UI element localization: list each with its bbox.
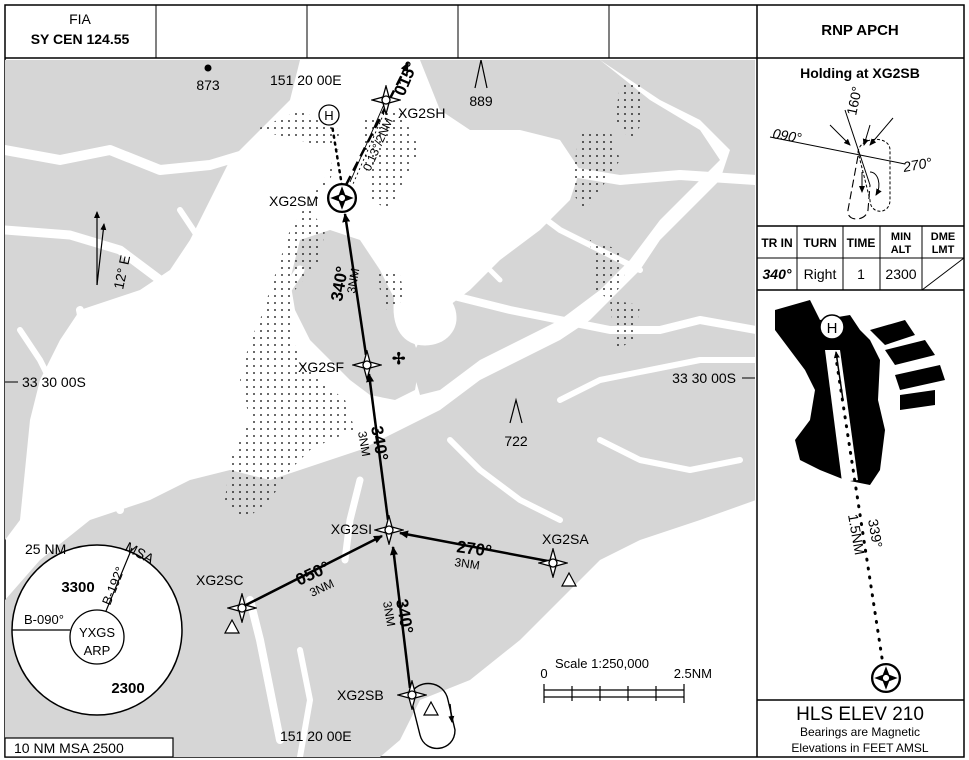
waypoint-xg2sb-triangle-icon bbox=[422, 700, 440, 716]
msa-center-type: ARP bbox=[84, 643, 111, 658]
hold-header-min-alt-1: MIN bbox=[891, 231, 911, 243]
waypoint-xg2sa-triangle-icon bbox=[560, 571, 578, 587]
heliport-icon bbox=[318, 104, 340, 126]
leg-sb-si-distance: 3NM bbox=[380, 600, 398, 627]
waypoint-xg2sf-label: XG2SF bbox=[298, 359, 344, 375]
hold-value-min-alt: 2300 bbox=[885, 266, 916, 282]
hold-value-turn: Right bbox=[804, 266, 837, 282]
approach-tracks bbox=[241, 62, 554, 750]
hold-header-turn: TURN bbox=[803, 236, 836, 250]
hold-value-tr-in: 340° bbox=[763, 266, 792, 282]
leg-sa-si-distance: 3NM bbox=[454, 555, 481, 572]
waypoint-xg2si-label: XG2SI bbox=[331, 521, 372, 537]
waypoint-xg2sc-label: XG2SC bbox=[196, 572, 243, 588]
hls-buildings bbox=[775, 300, 885, 485]
hls-track: 339° bbox=[865, 518, 886, 549]
hls-distance: 1.5NM bbox=[845, 513, 868, 556]
heliport-symbol: H bbox=[324, 108, 333, 123]
frequency-label: FIA bbox=[69, 11, 91, 27]
hold-value-time: 1 bbox=[857, 266, 865, 282]
hls-heliport-icon bbox=[819, 314, 845, 340]
lake bbox=[393, 287, 457, 346]
waypoint-xg2sb-label: XG2SB bbox=[337, 687, 384, 703]
holding-bearing-270: 270° bbox=[901, 154, 934, 175]
aerodrome-icon: ✢ bbox=[392, 351, 406, 368]
msa-10nm-box bbox=[4, 737, 174, 758]
leg-sa-si-track: 270° bbox=[455, 537, 493, 561]
spot-height-889: 889 bbox=[469, 93, 493, 109]
scale-bar: Scale 1:250,000 0 2.5NM bbox=[540, 656, 712, 703]
obstacle-icon bbox=[509, 397, 523, 424]
spot-height-dot bbox=[204, 64, 212, 72]
holding-bearing-090: 090° bbox=[771, 125, 803, 146]
scale-end: 2.5NM bbox=[674, 666, 712, 681]
msa-sector-value-1: 3300 bbox=[61, 579, 94, 596]
holding-table: TR IN TURN TIME MIN ALT DME LMT 340° Rig… bbox=[757, 225, 965, 291]
msa-diagram: 25 NM MSA 3300 2300 B-192° B-090° YXGS A… bbox=[11, 539, 183, 716]
hold-header-tr-in: TR IN bbox=[761, 236, 792, 250]
msa-center-name: YXGS bbox=[79, 625, 115, 640]
msa-bearing-090: B-090° bbox=[24, 612, 64, 627]
hls-waypoint-icon[interactable] bbox=[870, 662, 902, 694]
spot-height-873: 873 bbox=[196, 77, 220, 93]
chart-title: RNP APCH bbox=[821, 22, 899, 39]
holding-title: Holding at XG2SB bbox=[800, 65, 920, 81]
land-west bbox=[5, 60, 300, 540]
obstacle-icon bbox=[474, 60, 488, 89]
latitude-label-right: 33 30 00S bbox=[672, 370, 736, 386]
waypoint-xg2sm-icon[interactable] bbox=[326, 182, 358, 214]
hls-inset: H 339° 1.5NM bbox=[775, 300, 945, 694]
holding-panel: Holding at XG2SB 160° 090° 270° bbox=[769, 65, 934, 220]
hls-elevation: HLS ELEV 210 bbox=[796, 704, 924, 725]
waypoint-xg2sh-label: XG2SH bbox=[398, 105, 445, 121]
longitude-label-bottom: 151 20 00E bbox=[280, 728, 352, 744]
latitude-label-left: 33 30 00S bbox=[22, 374, 86, 390]
waypoint-xg2sm-label: XG2SM bbox=[269, 193, 318, 209]
hls-heliport-symbol: H bbox=[827, 320, 838, 337]
waypoint-xg2sa-label: XG2SA bbox=[542, 531, 589, 547]
msa-10nm-text: 10 NM MSA 2500 bbox=[14, 740, 124, 756]
hold-header-dme-2: LMT bbox=[932, 244, 955, 256]
map-area: 873 889 722 151 20 00E 151 20 00E 33 30 … bbox=[5, 60, 755, 757]
leg-si-sf-distance: 3NM bbox=[355, 430, 373, 457]
scale-start: 0 bbox=[540, 666, 547, 681]
msa-radius: 25 NM bbox=[25, 541, 66, 557]
bearings-note: Bearings are Magnetic bbox=[800, 725, 920, 739]
longitude-label-top: 151 20 00E bbox=[270, 72, 342, 88]
frequency-value: SY CEN 124.55 bbox=[31, 31, 130, 47]
spot-height-722: 722 bbox=[504, 433, 528, 449]
holding-bearing-160: 160° bbox=[843, 85, 865, 117]
hold-header-min-alt-2: ALT bbox=[891, 244, 912, 256]
elevations-note: Elevations in FEET AMSL bbox=[791, 741, 929, 755]
hold-header-time: TIME bbox=[847, 236, 876, 250]
north-arrow: 12° E bbox=[94, 211, 133, 291]
urban-areas bbox=[225, 85, 645, 520]
magnetic-variation: 12° E bbox=[110, 254, 133, 291]
leg-sf-sm-distance: 3NM bbox=[344, 267, 362, 294]
msa-sector-value-2: 2300 bbox=[111, 680, 144, 697]
waypoint-xg2sc-triangle-icon bbox=[223, 618, 241, 634]
hold-header-dme-1: DME bbox=[931, 231, 955, 243]
scale-label: Scale 1:250,000 bbox=[555, 656, 649, 671]
